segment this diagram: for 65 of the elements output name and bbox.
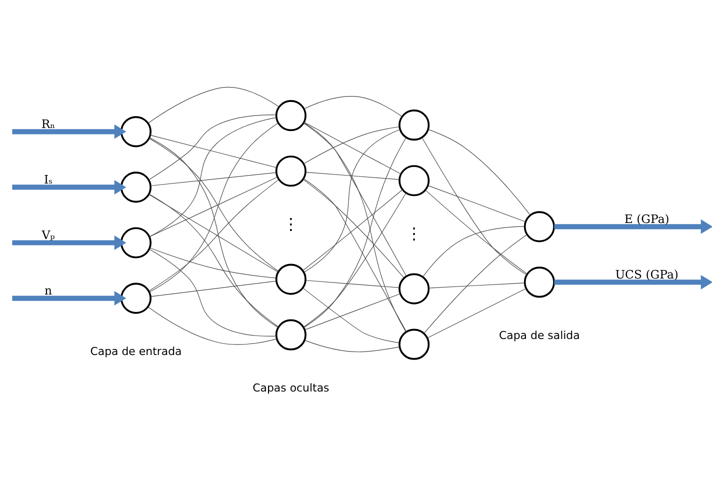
arrow <box>554 274 712 289</box>
connector <box>422 136 527 275</box>
connector <box>304 126 400 164</box>
connector <box>302 287 400 343</box>
node-circle <box>398 164 430 196</box>
connector <box>148 248 277 336</box>
connector <box>304 96 402 116</box>
connector <box>305 280 400 288</box>
arrow <box>12 124 126 138</box>
node-circle <box>524 210 555 242</box>
edge-label: n <box>44 282 52 297</box>
node-circle <box>398 272 430 304</box>
connector <box>149 122 278 292</box>
label: ⋮ <box>282 214 299 233</box>
label: Capas ocultas <box>252 380 330 394</box>
edge-label: E (GPa) <box>624 211 670 226</box>
connector <box>425 189 528 274</box>
label: ⋮ <box>406 223 422 242</box>
edge-label: UCS (GPa) <box>615 266 678 281</box>
edge-label: Iₛ <box>44 172 53 186</box>
connector <box>148 306 278 344</box>
node-circle <box>275 155 306 186</box>
arrow <box>12 290 126 306</box>
connector <box>305 171 400 180</box>
connector <box>304 292 401 330</box>
arrow <box>12 235 126 250</box>
connector <box>148 193 279 327</box>
connector <box>428 282 526 288</box>
node-circle <box>524 266 555 298</box>
connector <box>148 114 277 180</box>
edge-label: Rₙ <box>41 116 56 130</box>
connector <box>148 86 280 123</box>
connector <box>148 138 279 272</box>
label: Capa de salida <box>498 328 580 342</box>
node-circle <box>120 116 152 147</box>
connector <box>304 121 402 174</box>
connector <box>422 226 526 277</box>
connector <box>150 172 277 186</box>
connector <box>304 340 400 352</box>
node-circle <box>120 282 152 314</box>
connector <box>150 247 277 278</box>
arrow <box>12 179 126 194</box>
node-circle <box>275 263 306 294</box>
node-circle <box>120 171 152 202</box>
connector <box>302 188 403 270</box>
edge-label: Vₚ <box>42 227 55 242</box>
node-circle <box>120 226 152 258</box>
node-circle <box>275 318 306 350</box>
connector <box>148 178 280 291</box>
arrow <box>554 218 712 234</box>
connector <box>428 184 526 222</box>
node-circle <box>275 100 306 131</box>
connector <box>149 136 278 328</box>
connector <box>148 194 278 272</box>
connector <box>427 288 526 338</box>
node-circle <box>398 328 430 360</box>
connector <box>424 234 528 334</box>
connector <box>428 128 530 215</box>
connector <box>149 176 278 237</box>
connector <box>302 178 404 278</box>
connector <box>150 134 277 168</box>
node-circle <box>398 109 430 140</box>
label: Capa de entrada <box>90 344 182 358</box>
connector <box>149 116 277 236</box>
connector <box>150 280 277 296</box>
